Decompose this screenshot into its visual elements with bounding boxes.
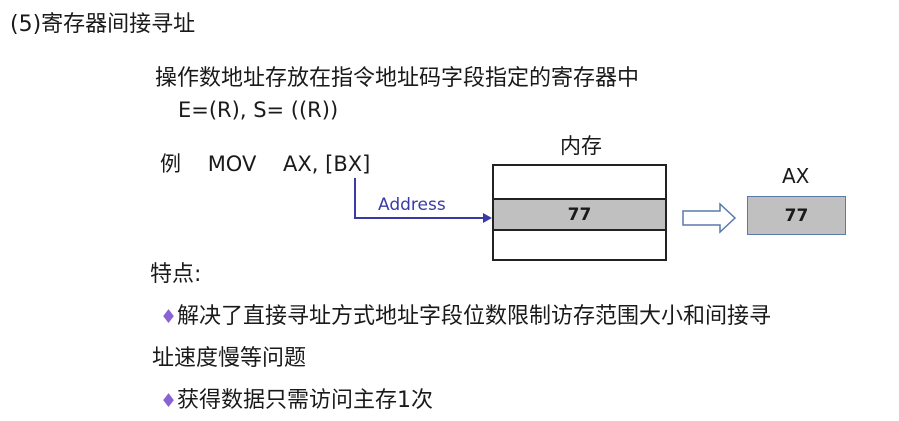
feature-point-1: ♦解决了直接寻址方式地址字段位数限制访存范围大小和间接寻 [160, 298, 771, 330]
example-mnemonic: MOV [207, 152, 257, 176]
register-ax-box: 77 [747, 196, 846, 235]
address-arrow-label: Address [378, 195, 446, 215]
feature-point-2-line1: 获得数据只需访问主存1次 [177, 388, 434, 413]
address-arrow [354, 178, 485, 219]
features-heading: 特点: [150, 262, 202, 287]
diamond-bullet-icon: ♦ [160, 390, 178, 412]
example-operands: AX, [BX] [283, 152, 371, 176]
memory-cell-bottom [492, 229, 667, 261]
address-arrow-head [483, 213, 492, 223]
transfer-block-arrow [682, 202, 737, 234]
register-label: AX [782, 164, 810, 188]
memory-label: 内存 [560, 134, 602, 158]
feature-point-2: ♦获得数据只需访问主存1次 [160, 382, 433, 414]
formula-text: E=(R), S= ((R)) [178, 98, 339, 122]
description-text: 操作数地址存放在指令地址码字段指定的寄存器中 [155, 66, 640, 91]
memory-cell-target: 77 [492, 198, 667, 231]
slide-title: (5)寄存器间接寻址 [10, 12, 196, 37]
feature-point-1-line2: 址速度慢等问题 [152, 346, 307, 371]
example-line: 例 MOV AX, [BX] [160, 148, 390, 178]
diamond-bullet-icon: ♦ [160, 306, 178, 328]
register-value: 77 [784, 205, 809, 226]
example-label: 例 [160, 152, 181, 176]
memory-cell-value: 77 [567, 204, 592, 225]
feature-point-1-line1: 解决了直接寻址方式地址字段位数限制访存范围大小和间接寻 [177, 304, 772, 329]
